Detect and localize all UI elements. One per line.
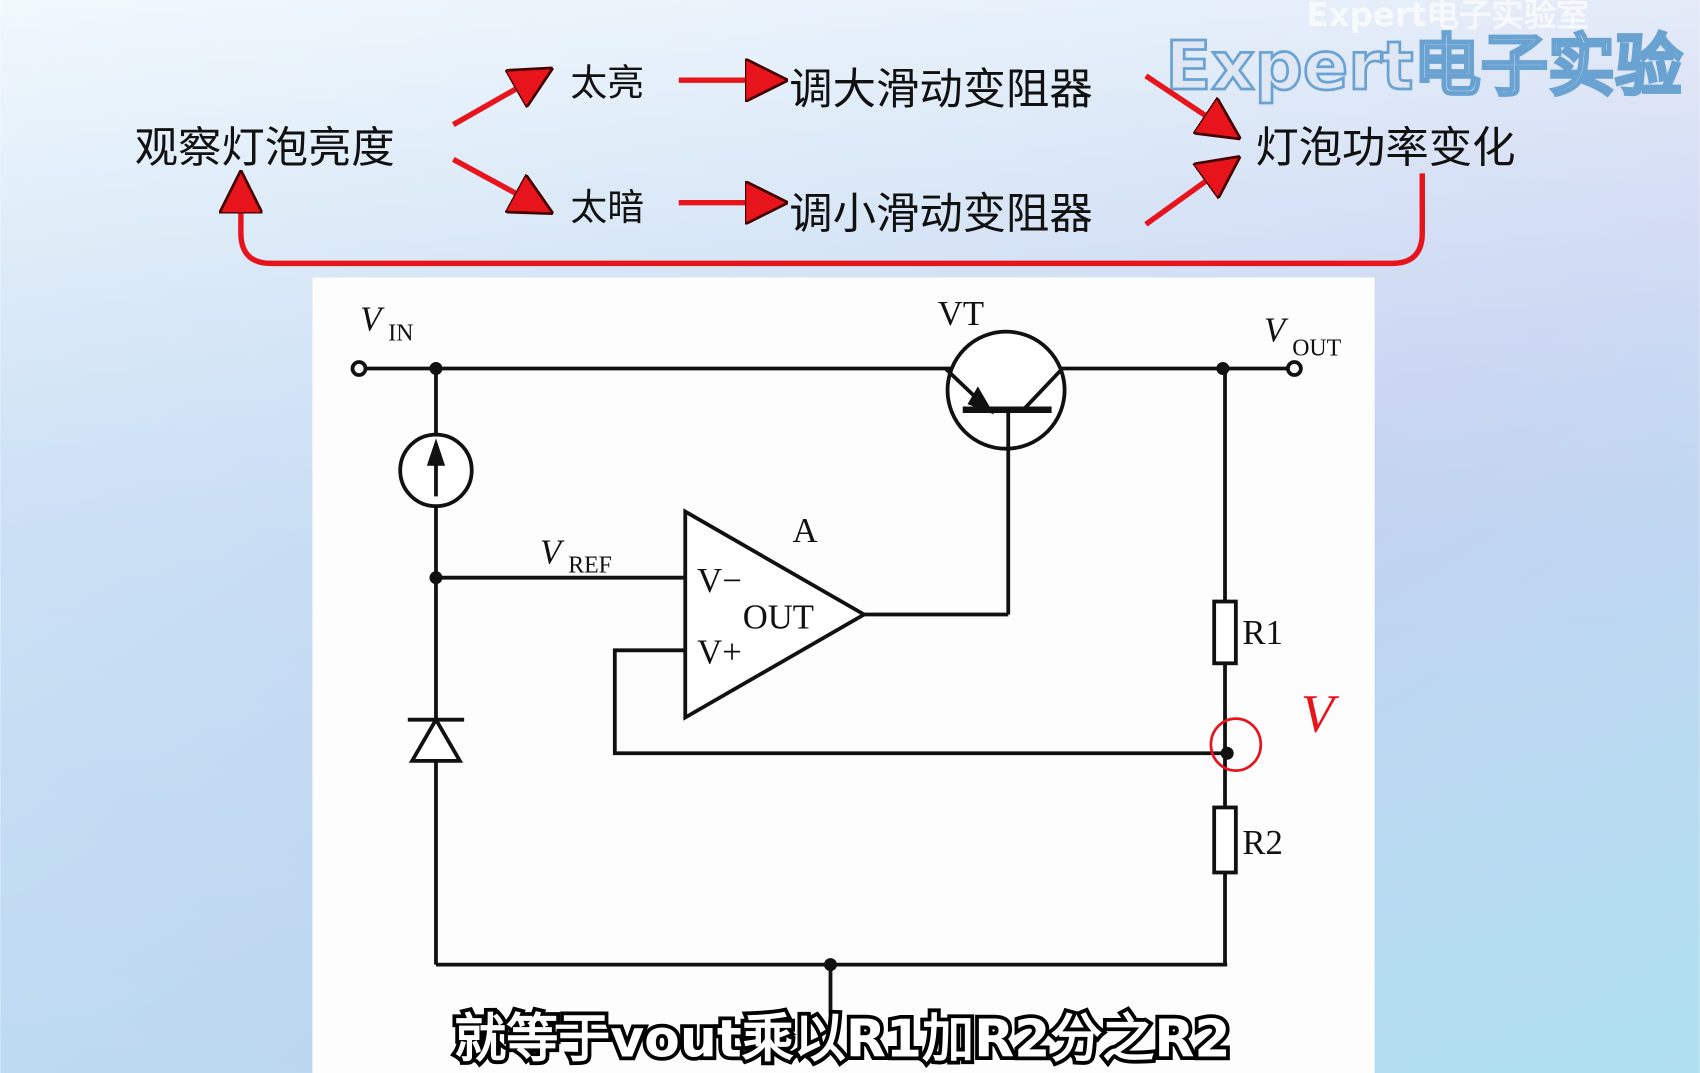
watermark: Expert电子实验 Expert电子实验室 [1164, 0, 1684, 106]
resistor-r1-icon [1212, 599, 1238, 666]
arrow-icon [451, 76, 539, 127]
svg-text:R1: R1 [1242, 613, 1282, 652]
arrow-icon [1144, 166, 1227, 227]
flow-too-dark: 太暗 [570, 186, 644, 229]
svg-text:VT: VT [938, 294, 984, 333]
arrow-icon [452, 156, 539, 206]
flow-arrows [241, 73, 1425, 267]
resistor-r2-icon [1212, 805, 1238, 875]
svg-text:OUT: OUT [1292, 335, 1341, 361]
svg-text:V: V [1264, 310, 1289, 349]
svg-text:IN: IN [388, 320, 413, 346]
feedback-wire [612, 648, 1226, 756]
vout-terminal [1285, 360, 1303, 377]
circuit-panel [312, 277, 1375, 1073]
arrow-icon [1144, 73, 1227, 130]
vin-terminal [350, 360, 368, 377]
opamp-icon [683, 508, 868, 721]
feedback-arrow-icon [241, 173, 1425, 267]
flow-increase-action: 调大滑动变阻器 [789, 65, 1092, 115]
svg-text:V: V [540, 533, 565, 572]
svg-text:OUT: OUT [743, 598, 814, 637]
annotation-circle [1209, 717, 1263, 772]
svg-text:V+: V+ [697, 632, 742, 671]
subtitle: 就等于vout乘以R1加R2分之R2 [454, 1010, 1230, 1070]
circuit-labels: V IN V OUT V REF VT A V− OUT V+ R1 R2 [360, 294, 1342, 862]
svg-text:V: V [360, 300, 385, 339]
flow-decrease-action: 调小滑动变阻器 [789, 190, 1092, 240]
svg-text:R2: R2 [1242, 823, 1282, 862]
circuit-diagram [350, 329, 1303, 1014]
zener-diode-icon [408, 715, 464, 763]
transistor-icon [945, 329, 1067, 451]
flow-result: 灯泡功率变化 [1255, 124, 1515, 174]
control-flow: 观察灯泡亮度 太亮 太暗 调大滑动变阻器 调小滑动变阻器 灯泡功率变化 [135, 61, 1516, 239]
handwritten-annotation: V [1209, 684, 1340, 772]
flow-too-bright: 太亮 [570, 61, 644, 104]
svg-text:A: A [793, 511, 818, 550]
watermark-overlay: Expert电子实验室 [1306, 0, 1589, 34]
svg-text:Expert电子实验: Expert电子实验 [1165, 27, 1682, 105]
svg-text:V: V [1301, 684, 1340, 744]
junctions [429, 362, 1234, 972]
flow-start: 观察灯泡亮度 [135, 124, 395, 174]
svg-text:REF: REF [568, 552, 612, 578]
svg-text:V−: V− [697, 561, 742, 600]
